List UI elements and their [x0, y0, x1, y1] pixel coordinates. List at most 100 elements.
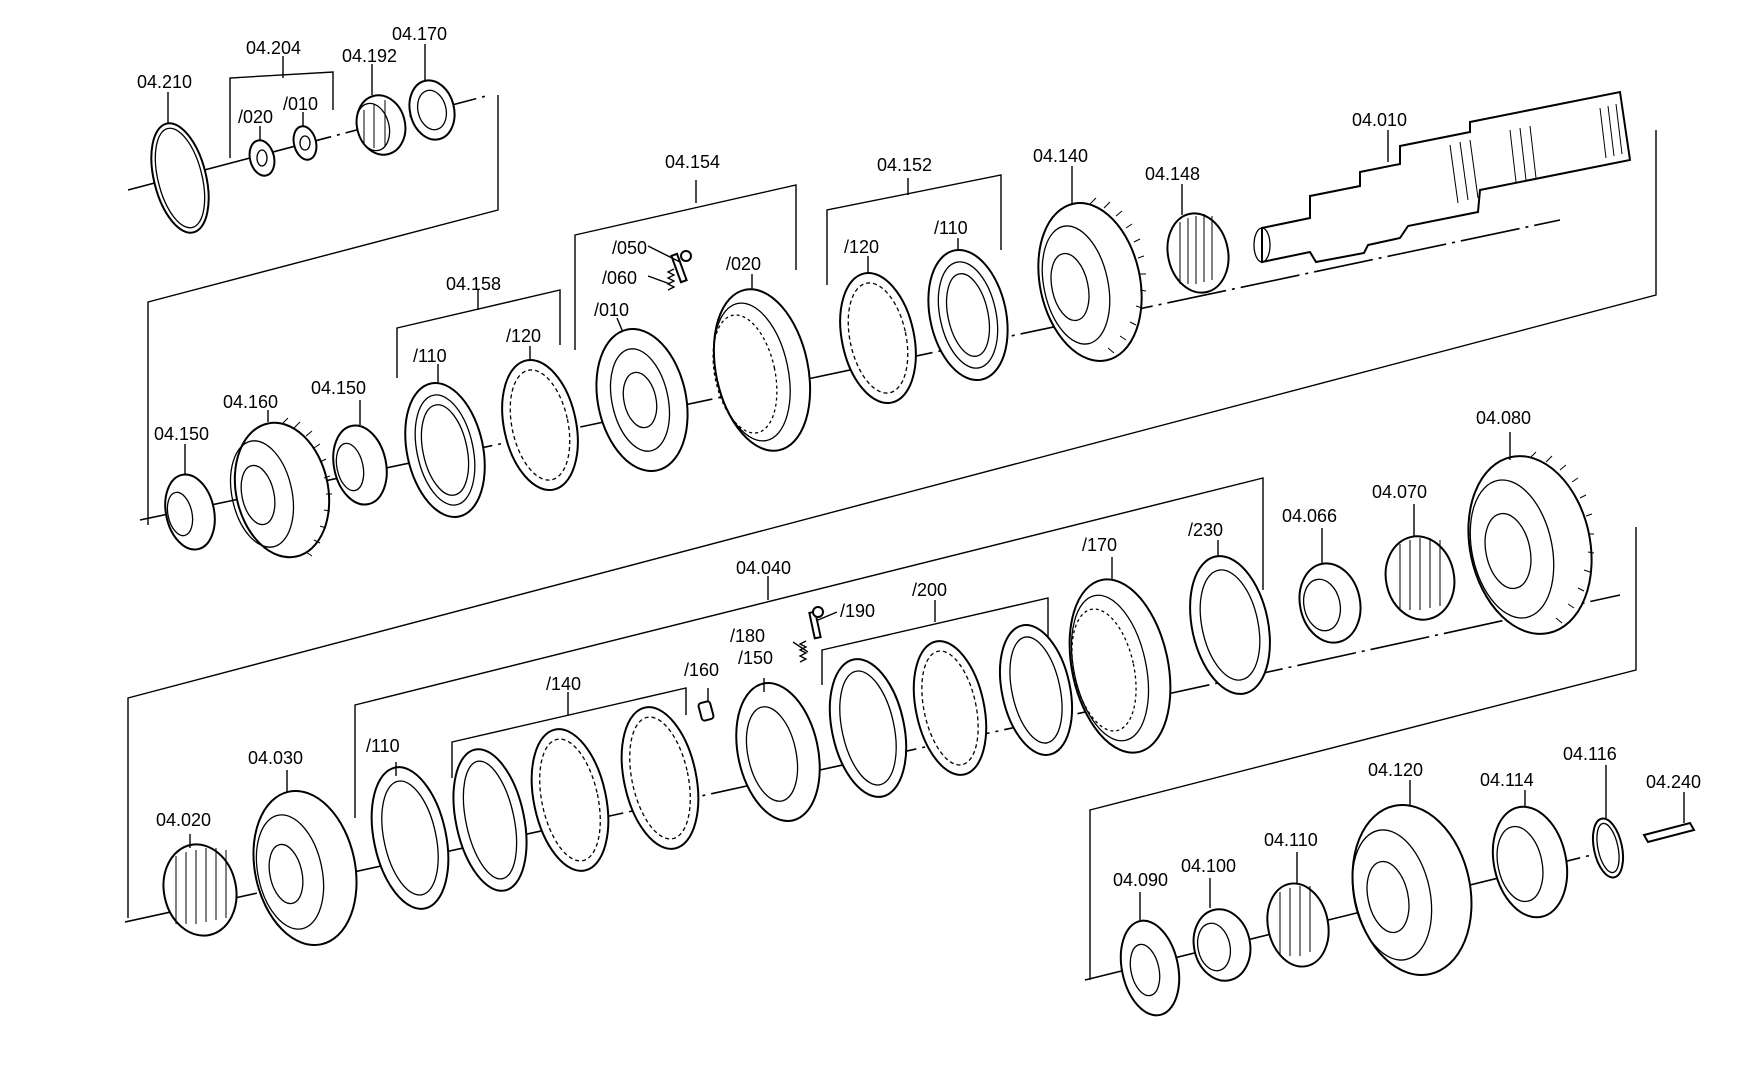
label-04-010: 04.010 [1352, 110, 1407, 130]
part-04-040-150-hub [735, 682, 821, 822]
label-04-040-150: /150 [738, 648, 773, 668]
label-04-152: 04.152 [877, 155, 932, 175]
part-04-120-gear [1351, 804, 1473, 976]
label-04-150-a: 04.150 [311, 378, 366, 398]
label-04-150-b: 04.150 [154, 424, 209, 444]
part-04-070-needle-bearing [1384, 535, 1456, 621]
part-04-040-170-sleeve [1068, 578, 1172, 754]
part-04-040-180-spring [798, 640, 808, 663]
label-04-140: 04.140 [1033, 146, 1088, 166]
part-04-040-140-ring-b [530, 728, 610, 872]
part-04-154-010-hub [595, 327, 689, 473]
bracket-04-152 [826, 174, 1002, 285]
label-04-040-160: /160 [684, 660, 719, 680]
part-04-170-ring [408, 79, 456, 141]
frame-row-3 [1089, 527, 1637, 980]
part-04-154-060-spring [666, 268, 676, 291]
label-04-158-110: /110 [413, 346, 447, 366]
part-04-030-gear [252, 789, 358, 947]
frame-lines [127, 56, 1657, 980]
part-04-154-020-sleeve [712, 288, 812, 452]
label-04-114: 04.114 [1480, 770, 1534, 790]
bracket-04-040 [354, 477, 1264, 818]
leader-lines [167, 44, 1685, 920]
part-04-100-bushing [1192, 908, 1252, 982]
part-04-116-snap-ring [1591, 817, 1625, 879]
label-04-040-200: /200 [912, 580, 947, 600]
part-04-152-120-synchro-ring [839, 272, 917, 404]
label-04-040-190: /190 [840, 601, 875, 621]
part-04-040-200-ring-b [912, 640, 988, 776]
label-04-170: 04.170 [392, 24, 447, 44]
label-04-154-060: /060 [602, 268, 637, 288]
label-04-154-010: /010 [594, 300, 629, 320]
label-04-110: 04.110 [1264, 830, 1318, 850]
label-04-040-180: /180 [730, 626, 765, 646]
label-04-040-110: /110 [366, 736, 400, 756]
label-04-210: 04.210 [137, 72, 192, 92]
part-04-204-020-washer [248, 139, 276, 177]
part-04-114-bearing [1491, 805, 1569, 919]
part-04-140-gear [1037, 197, 1147, 362]
label-04-116: 04.116 [1563, 744, 1617, 764]
label-04-204-020: /020 [238, 107, 273, 127]
part-04-204-010-washer [292, 125, 318, 161]
label-04-148: 04.148 [1145, 164, 1200, 184]
label-04-240: 04.240 [1646, 772, 1701, 792]
part-04-040-110-synchro-ring [370, 766, 450, 910]
label-04-070: 04.070 [1372, 482, 1427, 502]
part-04-210-snap-ring [150, 122, 210, 234]
part-04-040-200-ring-a [828, 658, 908, 798]
bracket-04-154 [574, 184, 797, 350]
label-04-154: 04.154 [665, 152, 720, 172]
bracket-040-140 [451, 687, 687, 778]
part-labels: 04.210 04.204 /020 /010 04.192 04.170 04… [137, 24, 1701, 890]
label-04-040-140: /140 [546, 674, 581, 694]
part-04-192-bearing [355, 94, 407, 156]
part-04-150-bearing-b [332, 424, 388, 506]
frame-row-2 [127, 130, 1657, 918]
label-04-154-020: /020 [726, 254, 761, 274]
label-04-158: 04.158 [446, 274, 501, 294]
label-04-158-120: /120 [506, 326, 541, 346]
label-04-030: 04.030 [248, 748, 303, 768]
part-04-152-110-synchro-cone [927, 248, 1009, 382]
part-04-080-gear [1467, 451, 1595, 635]
label-04-100: 04.100 [1181, 856, 1236, 876]
label-04-204-010: /010 [283, 94, 318, 114]
label-04-040-230: /230 [1188, 520, 1223, 540]
part-04-158-120-synchro-ring [501, 359, 579, 491]
part-04-040-200-ring-c [999, 624, 1073, 756]
label-04-090: 04.090 [1113, 870, 1168, 890]
part-04-160-gear [229, 417, 332, 559]
part-04-040-140-ring-a [452, 748, 528, 892]
label-04-040: 04.040 [736, 558, 791, 578]
label-04-120: 04.120 [1368, 760, 1423, 780]
frame-row-1 [147, 95, 499, 525]
label-04-020: 04.020 [156, 810, 211, 830]
part-04-154-050-pin [670, 250, 692, 284]
part-04-110-needle-bearing [1266, 882, 1330, 968]
label-04-204: 04.204 [246, 38, 301, 58]
label-04-154-050: /050 [612, 238, 647, 258]
part-04-090-gear [1119, 919, 1181, 1017]
bracket-040-200 [821, 597, 1049, 685]
label-04-066: 04.066 [1282, 506, 1337, 526]
part-04-150-bearing-a [164, 473, 216, 551]
part-04-240-pin [1642, 821, 1696, 844]
part-04-148-needle-bearing [1166, 212, 1230, 294]
label-04-192: 04.192 [342, 46, 397, 66]
part-04-040-140-ring-c [620, 706, 700, 850]
part-04-010-mainshaft [1253, 90, 1632, 264]
bracket-04-204 [229, 71, 334, 158]
part-04-066-bushing [1298, 562, 1362, 644]
part-04-158-110-synchro-cone [404, 382, 486, 518]
label-04-160: 04.160 [223, 392, 278, 412]
parts [150, 79, 1696, 1017]
part-04-020-needle-bearing [162, 843, 238, 937]
part-04-040-230-synchro-ring [1189, 555, 1271, 695]
part-04-040-190-pin [808, 606, 824, 640]
label-04-152-120: /120 [844, 237, 879, 257]
label-04-080: 04.080 [1476, 408, 1531, 428]
